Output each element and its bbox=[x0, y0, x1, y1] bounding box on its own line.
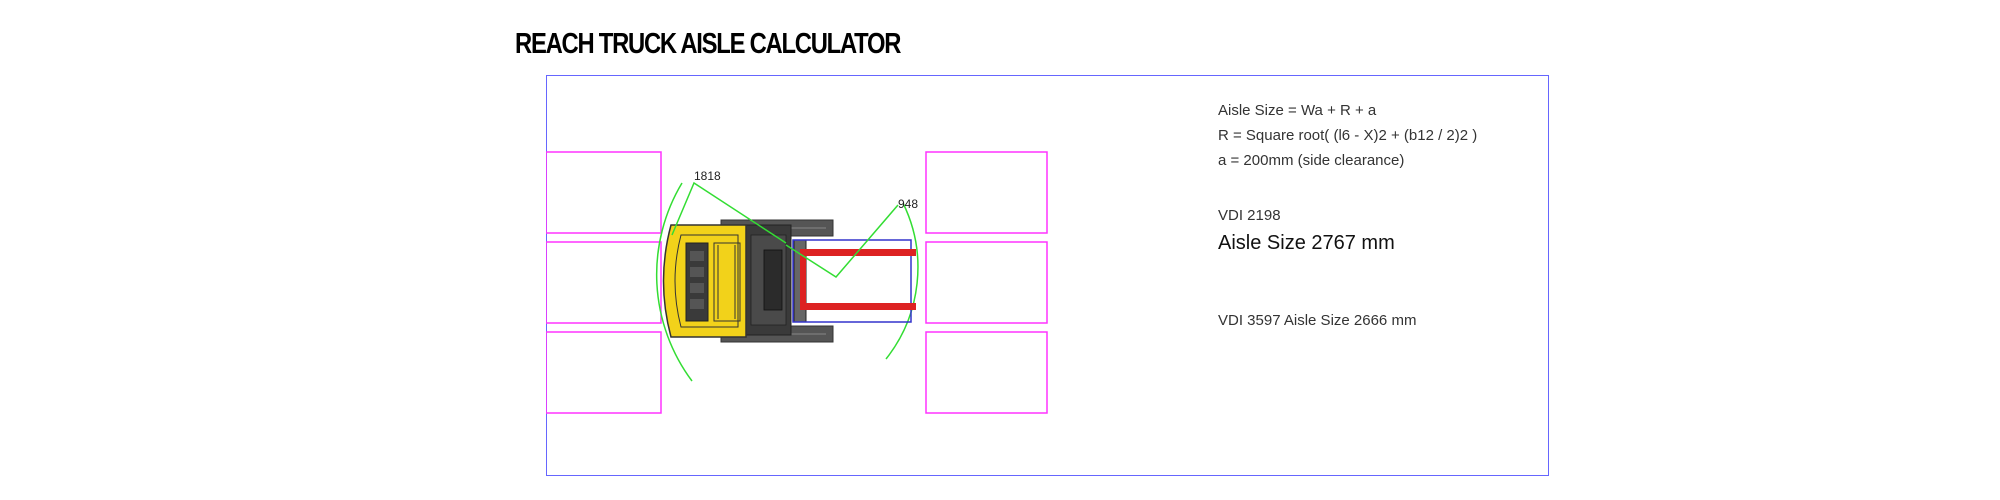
fork-bottom bbox=[800, 303, 916, 310]
rack-left-bottom bbox=[546, 331, 662, 414]
aisle-diagram: 1818 948 bbox=[546, 151, 1048, 414]
formula-clearance: a = 200mm (side clearance) bbox=[1218, 152, 1405, 169]
forks bbox=[800, 249, 916, 310]
vdi-3597-aisle-size: VDI 3597 Aisle Size 2666 mm bbox=[1218, 312, 1417, 329]
rack-right-top bbox=[925, 151, 1048, 234]
vdi-2198-label: VDI 2198 bbox=[1218, 207, 1281, 224]
dimension-label-948: 948 bbox=[898, 197, 918, 211]
reach-truck bbox=[662, 219, 834, 343]
left-rack-group bbox=[546, 151, 662, 414]
dimension-line-1818 bbox=[671, 181, 787, 244]
rack-left-middle bbox=[546, 241, 662, 324]
turning-arc-left bbox=[655, 182, 693, 382]
dimension-label-1818: 1818 bbox=[694, 169, 721, 183]
dimension-line-948 bbox=[785, 204, 899, 278]
turning-arc-right bbox=[885, 202, 919, 360]
rack-right-middle bbox=[925, 241, 1048, 324]
right-rack-group bbox=[925, 151, 1048, 414]
vdi-2198-aisle-size: Aisle Size 2767 mm bbox=[1218, 232, 1395, 254]
formula-aisle-size: Aisle Size = Wa + R + a bbox=[1218, 102, 1377, 119]
rack-right-bottom bbox=[925, 331, 1048, 414]
rack-left-top bbox=[546, 151, 662, 234]
load-outline bbox=[792, 239, 912, 323]
formula-radius: R = Square root( (l6 - X)2 + (b12 / 2)2 … bbox=[1218, 127, 1478, 144]
results-panel: Aisle Size = Wa + R + a R = Square root(… bbox=[1218, 98, 1538, 333]
page-title: REACH TRUCK AISLE CALCULATOR bbox=[515, 28, 901, 60]
